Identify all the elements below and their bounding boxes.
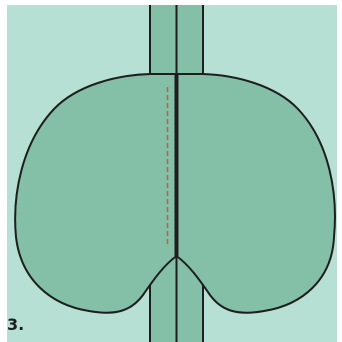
illustration-panel (7, 5, 337, 342)
step-number-label: 3. (7, 316, 24, 334)
sewing-diagram (7, 5, 337, 342)
